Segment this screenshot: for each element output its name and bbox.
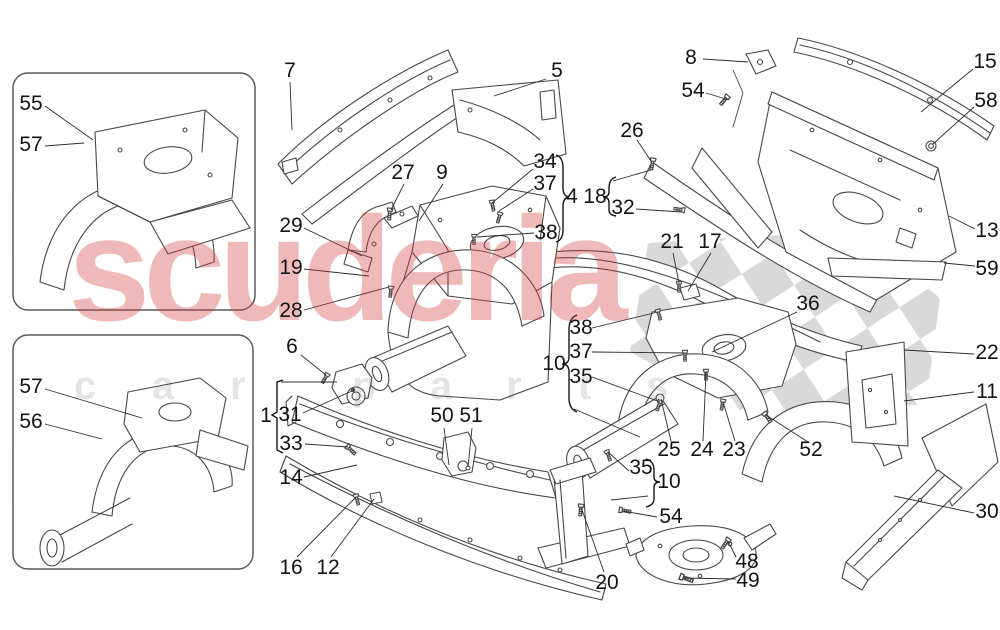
callout-54[interactable]: 54 xyxy=(681,79,705,102)
callout-35[interactable]: 35 xyxy=(569,365,593,388)
inset-left-rail-wheelhouse xyxy=(39,377,249,567)
inset-box-1 xyxy=(12,72,256,311)
callout-24[interactable]: 24 xyxy=(690,438,714,461)
callout-36[interactable]: 36 xyxy=(796,292,820,315)
callout-26[interactable]: 26 xyxy=(620,119,644,142)
callout-57[interactable]: 57 xyxy=(19,133,43,156)
callout-49[interactable]: 49 xyxy=(736,569,760,592)
callout-18[interactable]: 18 xyxy=(583,185,607,208)
panel-22-11 xyxy=(845,341,909,447)
callout-28[interactable]: 28 xyxy=(279,299,303,322)
callout-5[interactable]: 5 xyxy=(551,59,563,82)
callout-12[interactable]: 12 xyxy=(316,556,340,579)
callout-10-2[interactable]: 10 xyxy=(657,470,681,493)
part-fender-rail-7 xyxy=(277,49,467,225)
callout-32[interactable]: 32 xyxy=(611,196,635,219)
callout-48[interactable]: 48 xyxy=(735,550,759,573)
callout-33[interactable]: 33 xyxy=(279,432,303,455)
callout-20[interactable]: 20 xyxy=(595,571,619,594)
cowl-firewall-assembly xyxy=(643,37,995,313)
callout-37[interactable]: 37 xyxy=(533,172,557,195)
callout-23[interactable]: 23 xyxy=(722,438,746,461)
inset-box-2 xyxy=(12,334,254,570)
callout-58[interactable]: 58 xyxy=(974,89,998,112)
callout-51[interactable]: 51 xyxy=(459,404,483,427)
callout-38-2[interactable]: 38 xyxy=(569,316,593,339)
callout-15[interactable]: 15 xyxy=(973,50,997,73)
callout-17[interactable]: 17 xyxy=(698,230,722,253)
callout-34[interactable]: 34 xyxy=(533,150,557,173)
callout-21[interactable]: 21 xyxy=(660,230,684,253)
callout-11[interactable]: 11 xyxy=(976,380,998,403)
callout-8[interactable]: 8 xyxy=(685,46,697,69)
callout-4[interactable]: 4 xyxy=(566,185,578,208)
fasteners xyxy=(319,93,774,585)
callout-group-braces xyxy=(270,154,661,508)
callout-1[interactable]: 1 xyxy=(260,404,272,427)
callout-56[interactable]: 56 xyxy=(19,410,43,433)
callout-14[interactable]: 14 xyxy=(279,466,303,489)
callout-27[interactable]: 27 xyxy=(391,161,415,184)
callout-31[interactable]: 31 xyxy=(278,403,302,426)
callout-6[interactable]: 6 xyxy=(286,335,298,358)
callout-29[interactable]: 29 xyxy=(279,214,303,237)
inset-left-wheelhouse-assembly xyxy=(39,109,251,291)
callout-7[interactable]: 7 xyxy=(284,59,296,82)
callout-37-2[interactable]: 37 xyxy=(569,340,593,363)
callout-38[interactable]: 38 xyxy=(534,221,558,244)
callout-22[interactable]: 22 xyxy=(975,341,999,364)
part-splash-panel-5 xyxy=(451,79,567,167)
callout-35-2[interactable]: 35 xyxy=(629,456,653,479)
callout-9[interactable]: 9 xyxy=(436,161,448,184)
callout-54-2[interactable]: 54 xyxy=(659,505,683,528)
leader-lines xyxy=(44,58,976,580)
callout-55[interactable]: 55 xyxy=(19,92,43,115)
part-fender-rail-30 xyxy=(841,403,999,591)
callout-30[interactable]: 30 xyxy=(975,500,999,523)
callout-10[interactable]: 10 xyxy=(542,352,566,375)
lower-splitter-bar xyxy=(279,455,607,601)
callout-52[interactable]: 52 xyxy=(799,438,823,461)
callout-59[interactable]: 59 xyxy=(975,257,999,280)
callout-13[interactable]: 13 xyxy=(975,219,999,242)
callout-16[interactable]: 16 xyxy=(279,556,303,579)
callout-25[interactable]: 25 xyxy=(657,438,681,461)
callout-19[interactable]: 19 xyxy=(279,256,303,279)
callout-50[interactable]: 50 xyxy=(430,404,454,427)
callout-57-2[interactable]: 57 xyxy=(19,375,43,398)
